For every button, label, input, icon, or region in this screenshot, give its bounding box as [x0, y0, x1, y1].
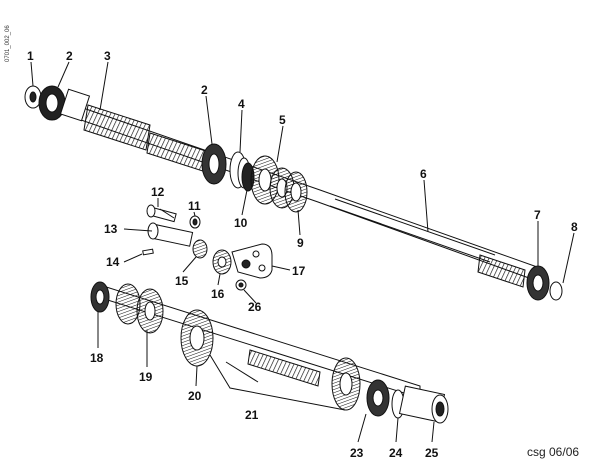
leader-lines	[30, 61, 575, 443]
drawing-code: 0701_002_06	[5, 25, 11, 62]
callout-6: 6	[420, 167, 427, 181]
callout-2-left: 2	[66, 49, 73, 63]
main-shaft-right-splines	[477, 254, 526, 288]
layshaft-splines	[247, 349, 321, 387]
callout-1: 1	[27, 49, 34, 63]
callout-8: 8	[571, 220, 578, 234]
callout-14: 14	[106, 255, 120, 269]
callout-16: 16	[211, 287, 225, 301]
part-15-needle-bearing	[192, 239, 208, 259]
callout-23: 23	[350, 446, 364, 460]
callout-labels: 1 2 3 2 4 5 6 7 8 9 10 11 12 13 14 15 16…	[27, 49, 578, 460]
callout-7: 7	[534, 208, 541, 222]
callout-17: 17	[292, 264, 306, 278]
callout-3: 3	[104, 49, 111, 63]
part-8-circlip	[549, 281, 563, 301]
callout-20: 20	[188, 389, 202, 403]
callout-26: 26	[248, 300, 262, 314]
callout-21: 21	[245, 408, 259, 422]
callout-15: 15	[175, 274, 189, 288]
callout-2-middle: 2	[201, 83, 208, 97]
callout-13: 13	[104, 222, 118, 236]
callout-4: 4	[238, 97, 245, 111]
part-14-pin	[142, 248, 154, 256]
callout-9: 9	[297, 236, 304, 250]
callout-18: 18	[90, 351, 104, 365]
main-shaft-assembly	[24, 85, 563, 301]
callout-19: 19	[139, 370, 153, 384]
reverse-idler-assembly	[142, 204, 273, 291]
layshaft-assembly	[90, 281, 449, 424]
drawing-reference: csg 06/06	[527, 445, 579, 459]
part-19-gear-cluster	[115, 283, 141, 325]
callout-10: 10	[234, 216, 248, 230]
main-shaft-thread	[83, 104, 151, 151]
callout-24: 24	[389, 446, 403, 460]
part-17-bracket	[231, 243, 273, 279]
callout-12: 12	[151, 185, 165, 199]
callout-11: 11	[188, 199, 201, 213]
callout-25: 25	[425, 446, 439, 460]
callout-5: 5	[279, 113, 286, 127]
